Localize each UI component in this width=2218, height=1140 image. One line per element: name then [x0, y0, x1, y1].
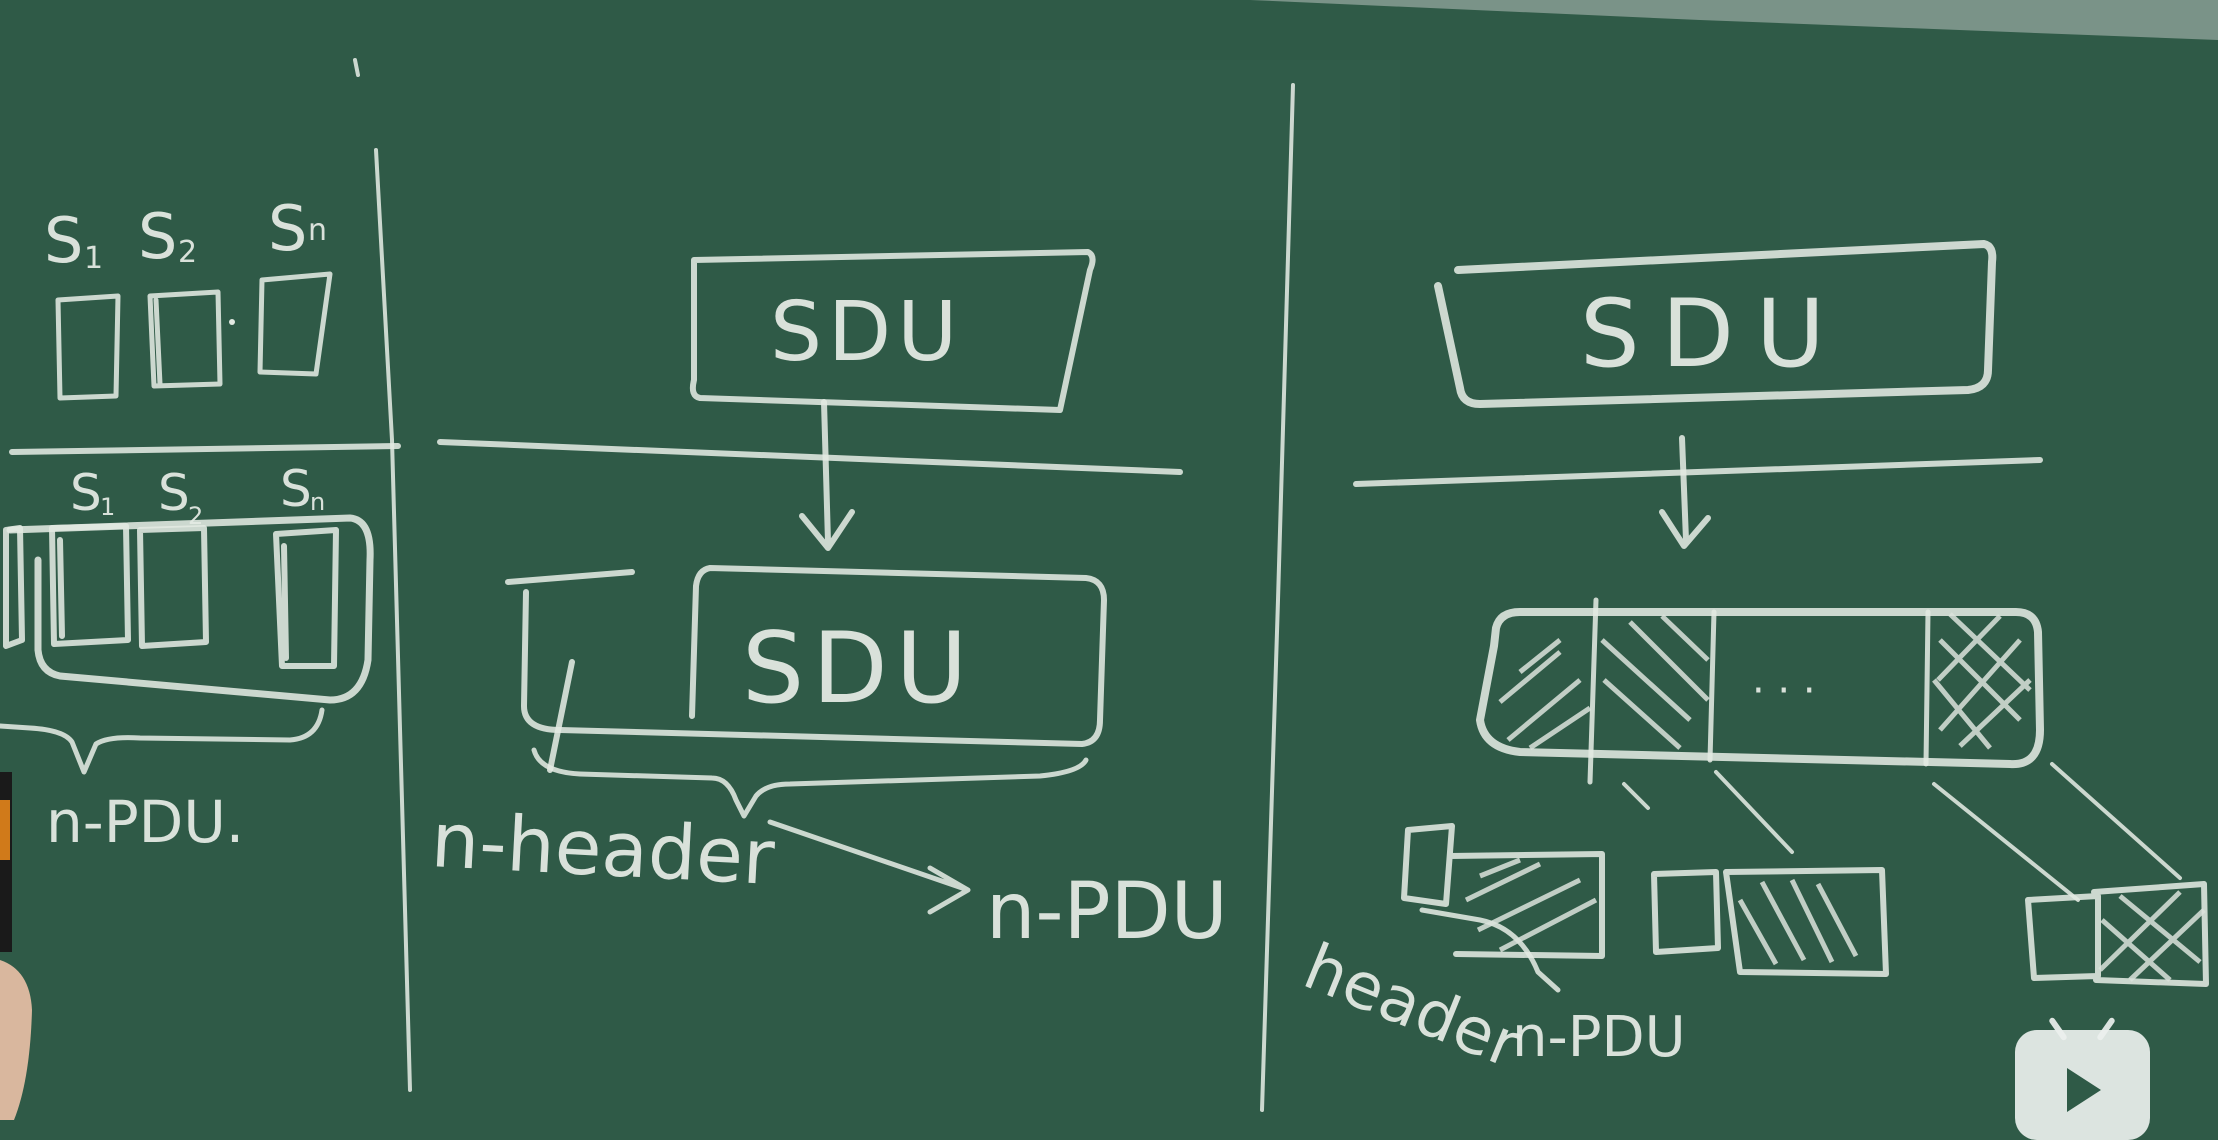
top-s2-label: S	[138, 200, 177, 273]
middle-header-label: n-header	[429, 795, 777, 902]
right-fragment-3	[2025, 881, 2209, 987]
right-ellipsis: · · ·	[1752, 668, 1816, 714]
middle-pdu-label: n-PDU	[986, 867, 1228, 957]
left-panel: S 1 S 2 S n S 1 S 2 S n	[0, 192, 401, 856]
right-pdu-label: n-PDU	[1512, 1005, 1686, 1070]
middle-lower-sdu-label: SDU	[742, 612, 975, 726]
top-sn-label: S	[268, 192, 307, 265]
right-upper-sdu-label: SDU	[1580, 280, 1847, 389]
right-upper-sdu-box	[1434, 240, 1997, 408]
top-service-labels: S 1 S 2 S n	[44, 192, 327, 277]
play-icon	[2067, 1068, 2101, 1112]
middle-right-arrow	[767, 819, 971, 915]
bottom-container: n-PDU.	[0, 514, 374, 856]
right-fragment-2	[1651, 867, 1889, 977]
bottom-s2-label: S	[158, 464, 190, 522]
middle-upper-sdu-label: SDU	[770, 285, 963, 380]
top-service-boxes	[55, 271, 333, 401]
middle-pdu-box	[505, 565, 1107, 747]
play-badge-icon[interactable]	[2015, 1016, 2150, 1140]
right-down-arrow	[1659, 435, 1711, 549]
bottom-s1-label: S	[70, 464, 102, 522]
top-s1-subscript: 1	[84, 241, 103, 276]
presenter-edge	[0, 772, 32, 1120]
top-sn-subscript: n	[308, 213, 327, 248]
middle-upper-sdu-box	[689, 249, 1096, 413]
middle-down-arrow	[799, 399, 855, 551]
top-s2-subscript: 2	[178, 235, 197, 270]
left-pdu-label: n-PDU.	[46, 788, 244, 856]
bottom-s1-subscript: 1	[100, 493, 115, 521]
panel-dividers	[353, 58, 1295, 1112]
right-segmented-pdu	[1476, 608, 2044, 769]
bottom-sn-subscript: n	[310, 488, 325, 516]
bottom-sn-label: S	[280, 460, 312, 518]
middle-panel: SDU SDU n-header n-PDU	[429, 249, 1228, 957]
top-s1-label: S	[44, 204, 83, 277]
